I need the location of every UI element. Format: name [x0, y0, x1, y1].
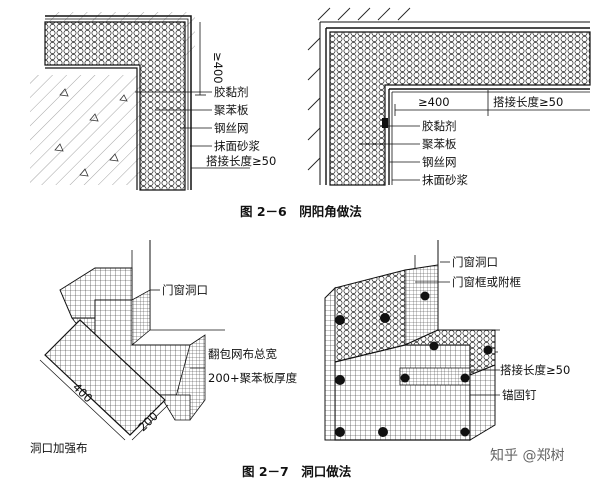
label-wire-mesh: 钢丝网 [214, 121, 249, 135]
fig-2-6-left-corner: ≥400 胶黏剂 聚苯板 钢丝网 抹面砂浆 搭接长度≥50 [30, 12, 276, 191]
label-door-window-opening-right: 门窗洞口 [452, 255, 498, 269]
wall-hatch [307, 7, 411, 171]
label-wire-mesh-right: 钢丝网 [422, 155, 457, 169]
label-adhesive: 胶黏剂 [214, 85, 249, 99]
label-eps-board-right: 聚苯板 [422, 137, 457, 151]
label-frame: 门窗框或附框 [452, 275, 521, 289]
anchor-nails [335, 291, 493, 437]
eps-board [44, 21, 186, 191]
label-lap-length-opening: 搭接长度≥50 [500, 363, 570, 377]
label-reinforcement-mesh: 洞口加强布 [30, 441, 88, 455]
watermark: 知乎 @郑树 [490, 447, 564, 464]
label-adhesive-right: 胶黏剂 [422, 119, 457, 133]
label-door-window-opening-left: 门窗洞口 [162, 283, 208, 297]
dim-400-right: ≥400 [418, 95, 450, 109]
caption-figure-2-6: 图 2－6 阴阳角做法 [240, 204, 362, 219]
wall-mesh-face [334, 344, 471, 441]
label-eps-board: 聚苯板 [214, 103, 249, 117]
mesh-overlap-marker [382, 118, 388, 128]
opening-reinforcement-mesh [44, 319, 166, 436]
aggregate-marks [54, 88, 128, 177]
label-lap-length-left: 搭接长度≥50 [206, 154, 276, 168]
label-anchor-nail: 锚固钉 [502, 388, 537, 402]
caption-figure-2-7: 图 2－7 洞口做法 [242, 464, 352, 479]
label-plaster-mortar: 抹面砂浆 [214, 139, 260, 153]
fig-2-6-right-corner: ≥400 搭接长度≥50 胶黏剂 聚苯板 钢丝网 抹面砂浆 [307, 7, 591, 187]
label-lap-length-right: 搭接长度≥50 [493, 95, 563, 109]
fig-2-7-right-opening: 门窗洞口 门窗框或附框 搭接长度≥50 锚固钉 [324, 240, 570, 441]
label-wrap-mesh-width: 翻包网布总宽 [208, 347, 277, 361]
fig-2-7-left-opening: 400 200 门窗洞口 翻包网布总宽 200+聚苯板厚度 洞口加强布 [30, 240, 298, 455]
eps-board-right [329, 31, 591, 186]
label-wrap-mesh-formula: 200+聚苯板厚度 [208, 371, 298, 385]
dim-400-left: ≥400 [211, 52, 225, 84]
label-plaster-mortar-right: 抹面砂浆 [422, 173, 468, 187]
